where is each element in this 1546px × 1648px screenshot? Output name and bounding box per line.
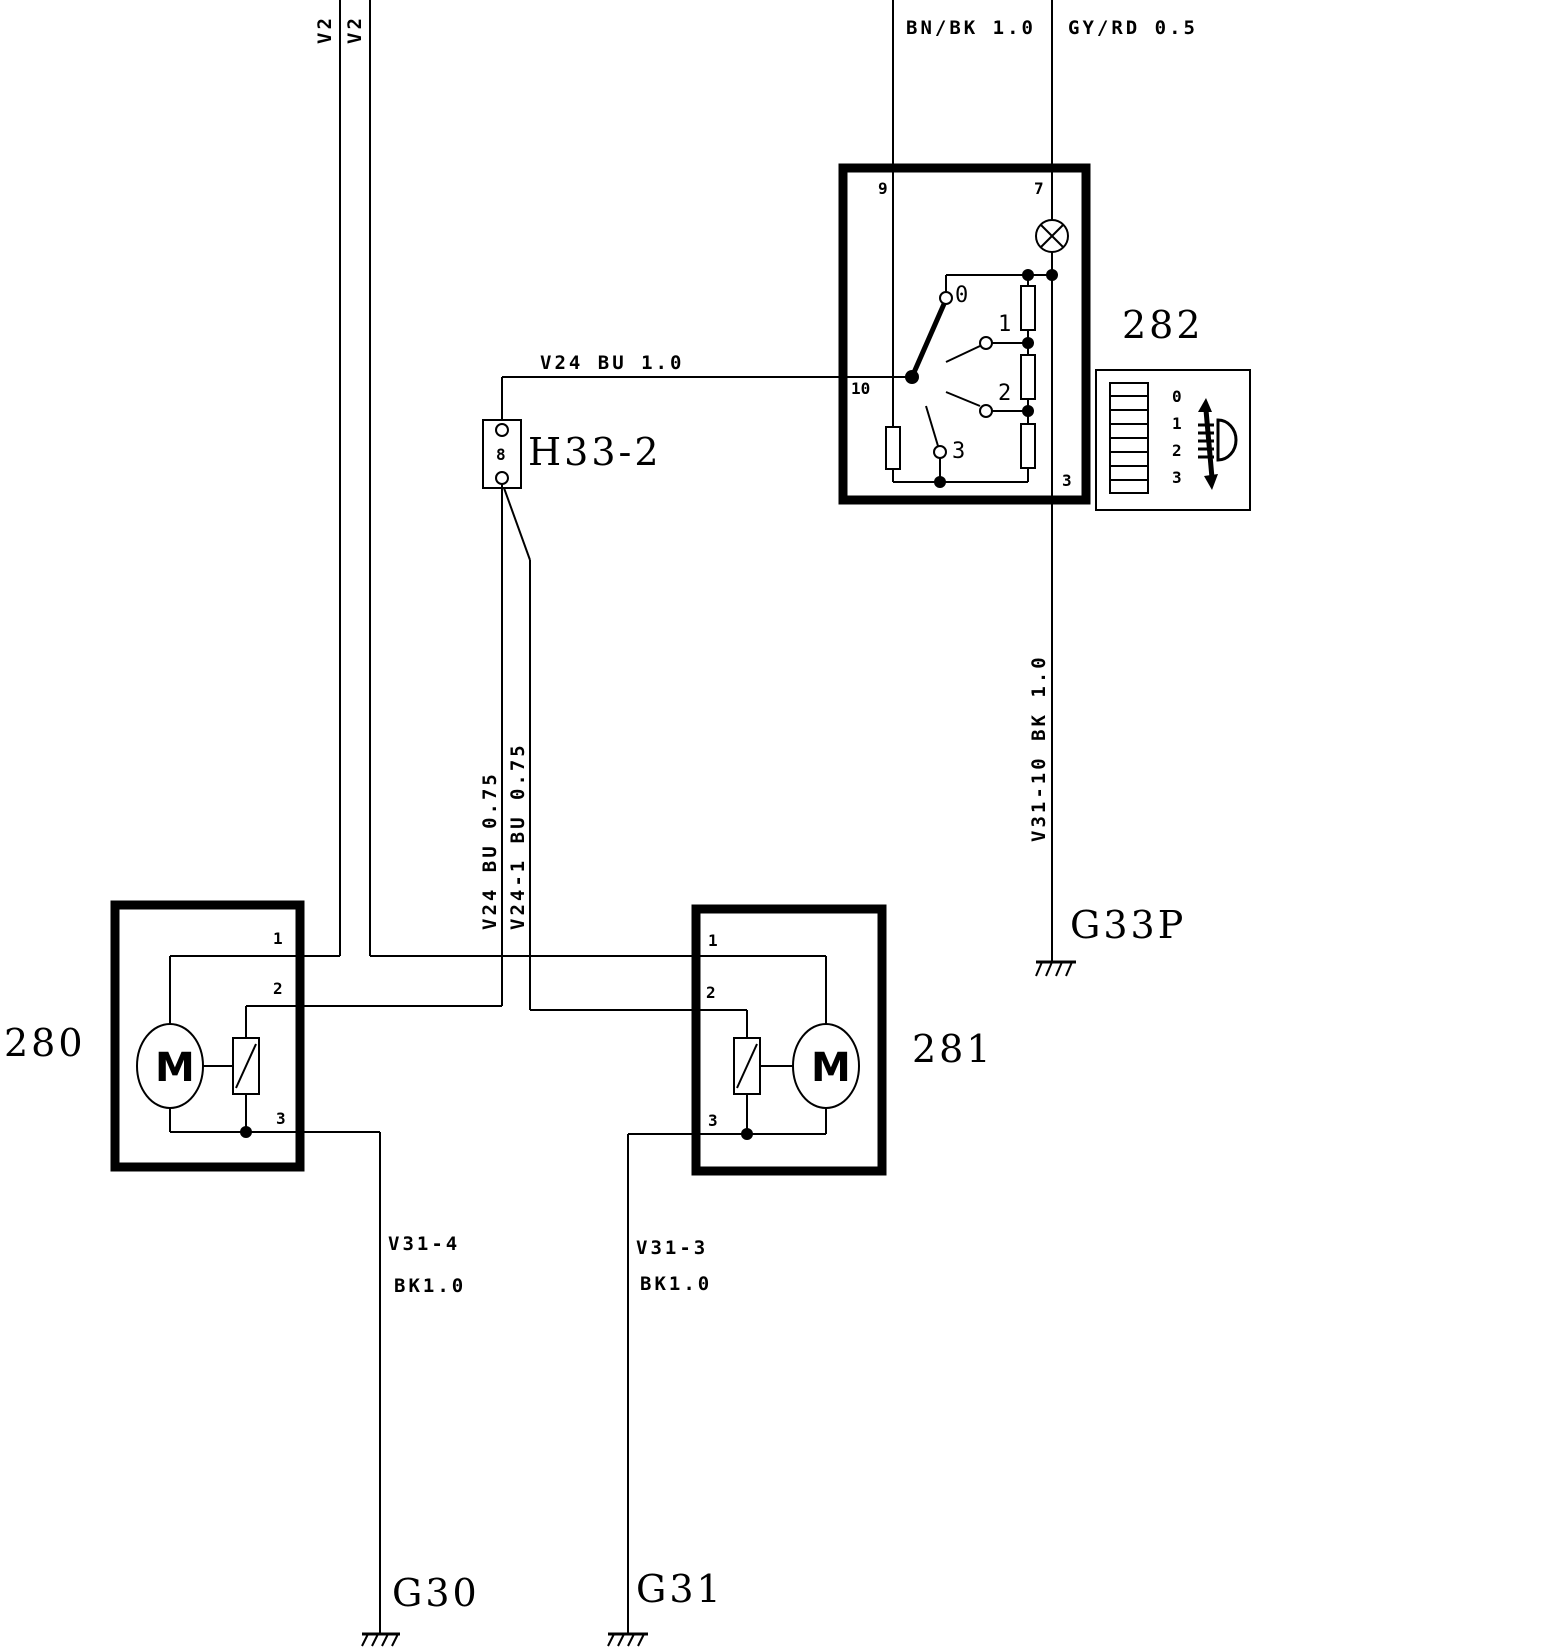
switch-position-0: 0 [955,283,968,308]
v2-label-a: V2 [314,15,336,44]
ground-icon [361,1632,400,1647]
ground-icon [1035,960,1076,977]
motor-281: 281 1 2 3 M [690,904,994,1176]
switch-feed-wires: BN/BK 1.0 GY/RD 0.5 [892,0,1198,168]
wire-label-v31-4: V31-4 [388,1233,460,1255]
legend-pos-3: 3 [1172,468,1182,487]
switch-position-2: 2 [998,381,1011,406]
v2-label-b: V2 [344,15,366,44]
motor-281-pin-1: 1 [708,931,718,950]
motor-280-pin-2: 2 [273,979,283,998]
motor-icon: M [136,1023,204,1109]
switch-position-3: 3 [952,439,965,464]
svg-text:M: M [155,1045,195,1091]
ground-label-g33p: G33P [1070,903,1186,947]
switch-282: 9 7 10 3 [838,163,1204,505]
ground-label-g30: G30 [392,1571,480,1615]
switch-position-1: 1 [998,312,1011,337]
indicator-lamp-icon [1035,219,1069,253]
sensor-resistor-icon [232,1037,260,1095]
motor-281-pin-2: 2 [706,983,716,1002]
wire-label-v31-3: V31-3 [636,1237,708,1259]
ground-g30-branch: V31-4 BK1.0 G30 [300,1131,480,1647]
v2-wires: V2 V2 [300,0,690,957]
wire-label-v24-top: V24 BU 1.0 [540,352,684,374]
switch-pin-7: 7 [1034,179,1044,198]
resistor-icon [1020,285,1036,331]
connector-id: H33-2 [528,430,662,474]
motor-280-pin-1: 1 [273,929,283,948]
wire-label-v24-vert: V24 BU 0.75 [479,771,501,930]
ground-icon [607,1632,648,1647]
wire-label-gy-rd: GY/RD 0.5 [1068,17,1198,39]
motor-280-pin-3: 3 [276,1109,286,1128]
svg-text:M: M [811,1045,851,1091]
junction-dot [1046,269,1058,281]
resistor-icon [1020,423,1036,469]
wire-label-bn-bk: BN/BK 1.0 [906,17,1036,39]
wire-label-bk-right: BK1.0 [640,1273,712,1295]
ground-g31-branch: V31-3 BK1.0 G31 [607,1133,724,1647]
wire-label-v24-1-vert: V24-1 BU 0.75 [507,742,529,930]
wire-label-v31-10: V31-10 BK 1.0 [1028,654,1050,842]
legend-pos-2: 2 [1172,441,1182,460]
motor-280: 280 1 2 3 M [4,900,305,1172]
motor-281-pin-3: 3 [708,1111,718,1130]
switch-pin-3: 3 [1062,471,1072,490]
resistor-icon [885,426,901,470]
legend-pos-0: 0 [1172,387,1182,406]
legend-pos-1: 1 [1172,414,1182,433]
switch-ground: V31-10 BK 1.0 G33P [1028,500,1186,977]
switch-id: 282 [1122,303,1204,347]
motor-281-id: 281 [912,1027,994,1071]
switch-pin-9: 9 [878,179,888,198]
wire-label-bk-left: BK1.0 [394,1275,466,1297]
switch-legend: 0 1 2 3 [1095,369,1251,511]
connector-pin: 8 [496,445,506,464]
ground-label-g31: G31 [636,1567,724,1611]
sensor-resistor-icon [733,1037,761,1095]
headlamp-level-icon [1198,398,1238,490]
motor-280-id: 280 [4,1021,86,1065]
motor-icon: M [792,1023,860,1109]
v24-wires: V24 BU 0.75 V24-1 BU 0.75 [300,484,696,1011]
switch-pin-10: 10 [851,379,870,398]
resistor-icon [1020,354,1036,400]
connector-h33-2: 8 H33-2 V24 BU 1.0 [482,352,843,489]
